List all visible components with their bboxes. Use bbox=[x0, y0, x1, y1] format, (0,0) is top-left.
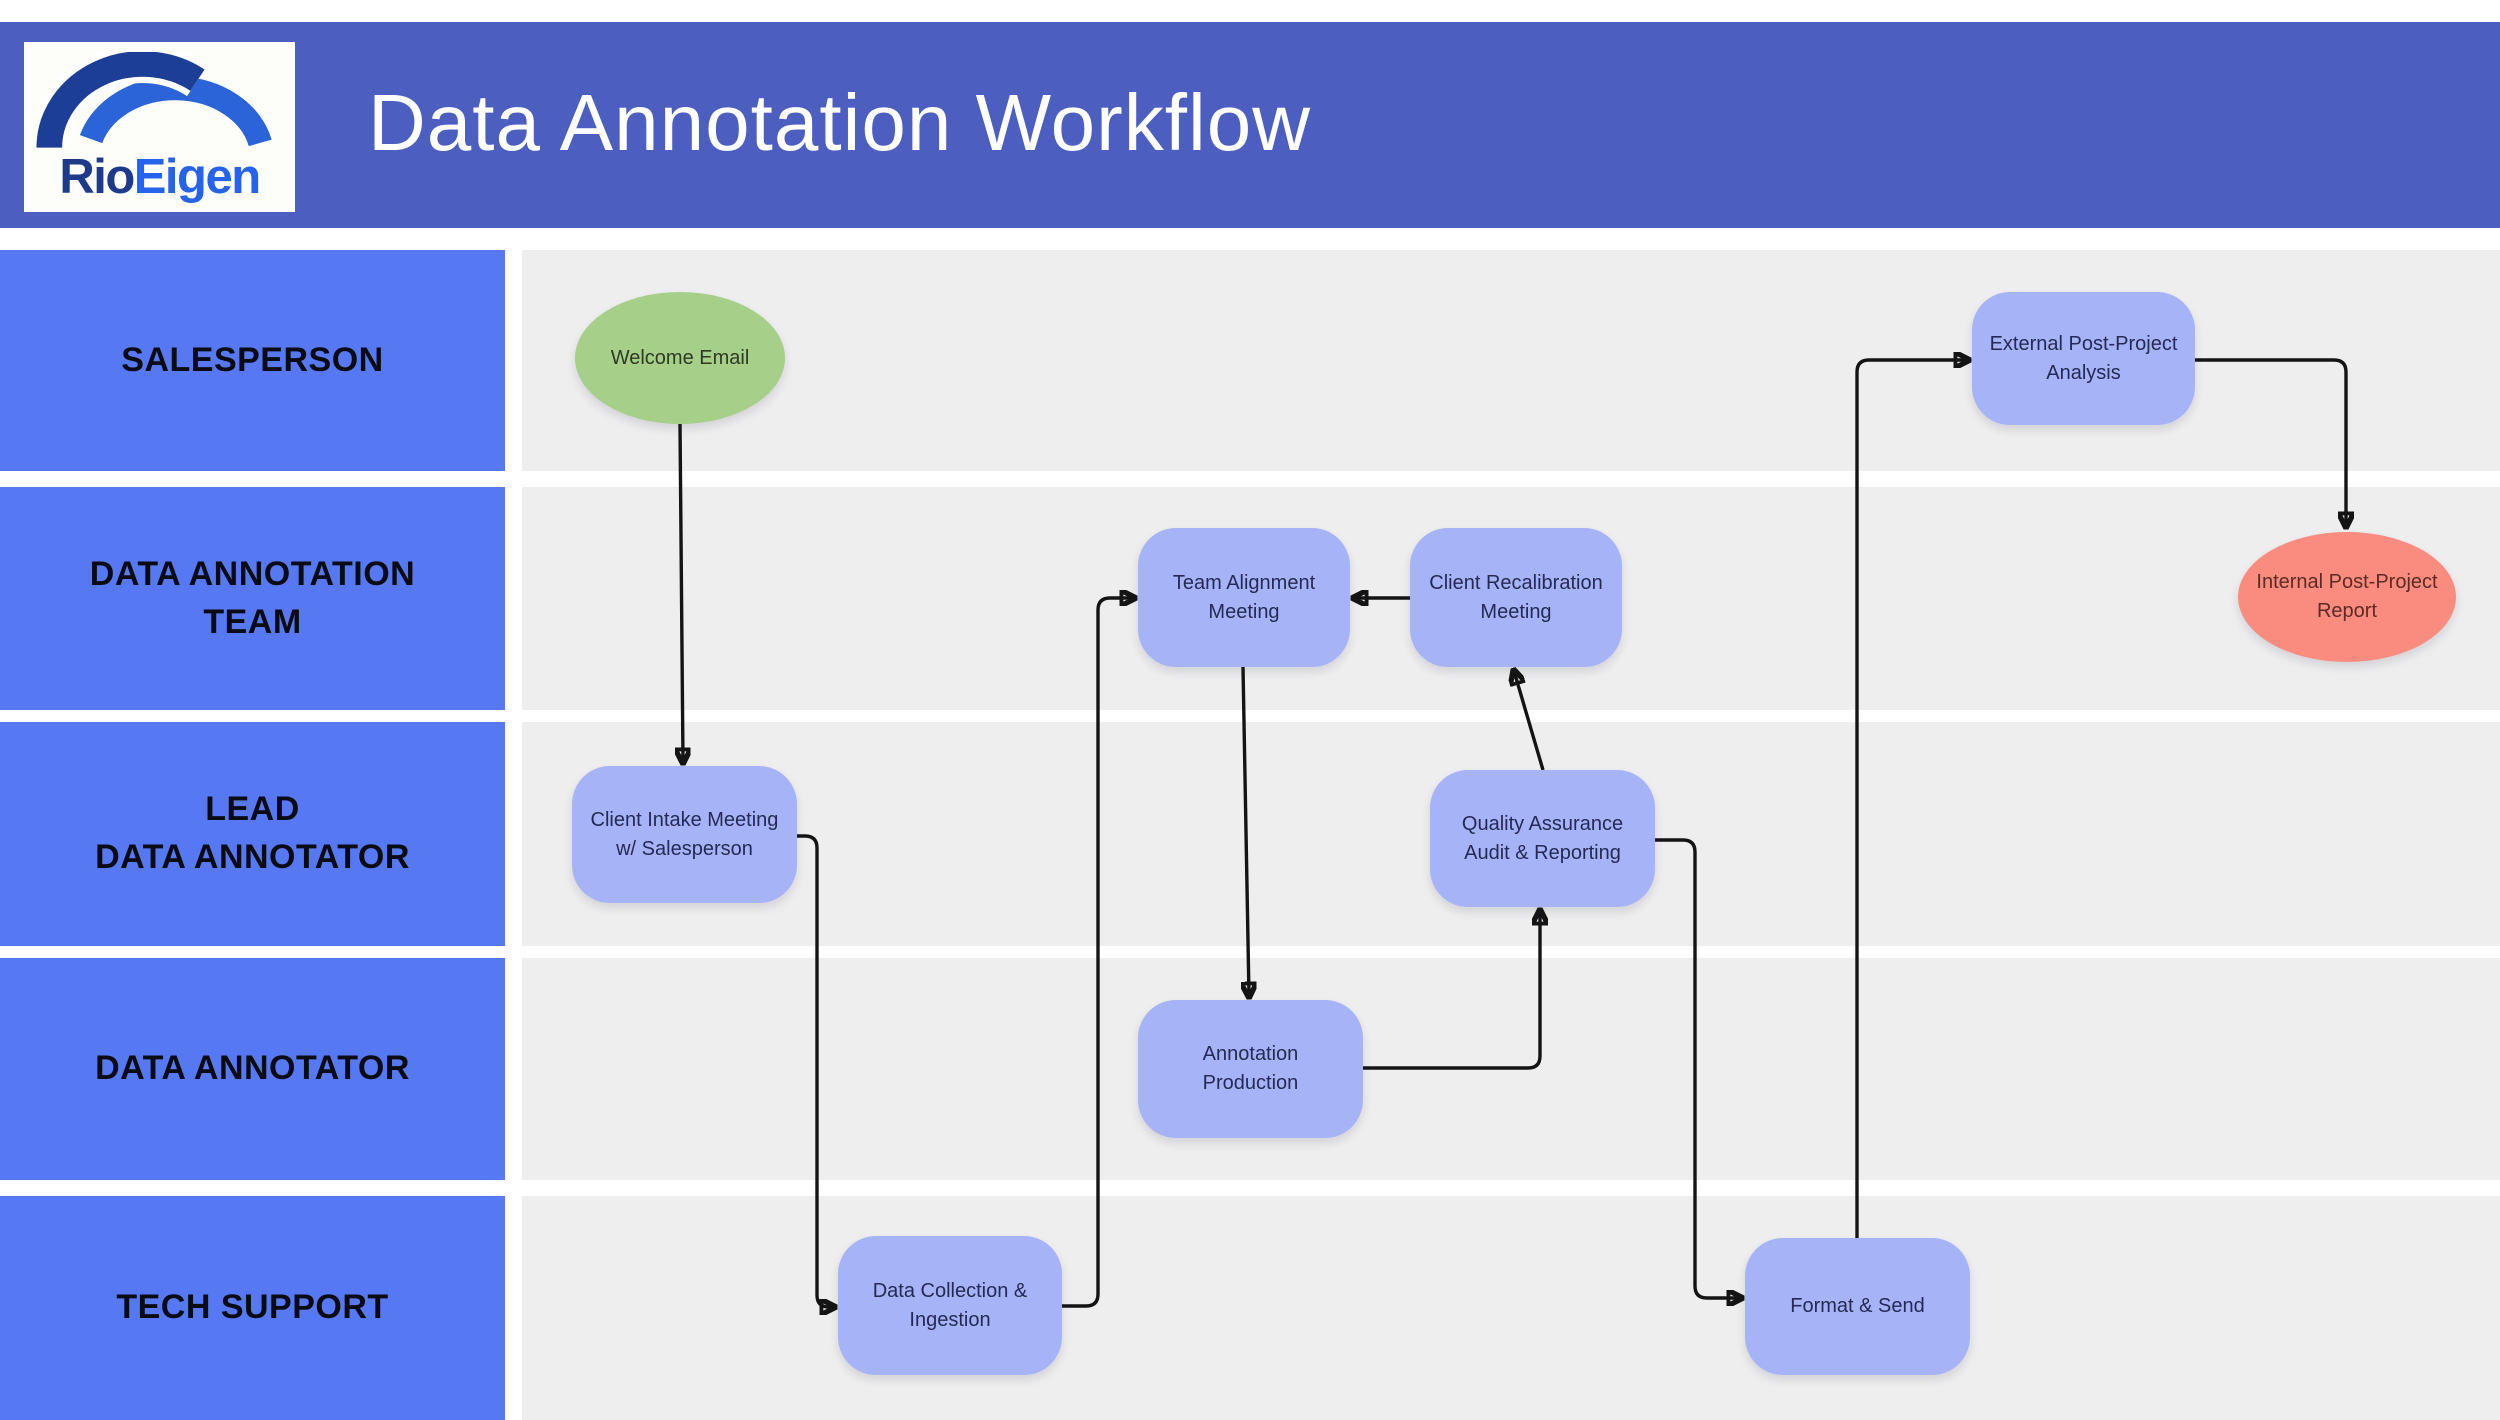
node-annotation-production: Annotation Production bbox=[1138, 1000, 1363, 1138]
node-team-alignment-meeting: Team Alignment Meeting bbox=[1138, 528, 1350, 667]
node-data-collection-ingestion: Data Collection & Ingestion bbox=[838, 1236, 1062, 1375]
header-bar: RioEigen Data Annotation Workflow bbox=[0, 22, 2500, 228]
logo-text-rio: Rio bbox=[59, 150, 135, 204]
page-title: Data Annotation Workflow bbox=[368, 78, 1312, 168]
lane-label-data-annotator: DATA ANNOTATOR bbox=[0, 958, 505, 1180]
node-external-post-project-analysis: External Post-Project Analysis bbox=[1972, 292, 2195, 425]
lane-label-data-annotation-team: DATA ANNOTATION TEAM bbox=[0, 487, 505, 710]
logo-wordmark: RioEigen bbox=[59, 150, 261, 204]
rioeigen-logo: RioEigen bbox=[24, 42, 295, 212]
node-client-recalibration-meeting: Client Recalibration Meeting bbox=[1410, 528, 1622, 667]
lane-row-tech-support bbox=[522, 1196, 2500, 1420]
node-format-and-send: Format & Send bbox=[1745, 1238, 1970, 1375]
lane-row-salesperson bbox=[522, 250, 2500, 471]
lane-label-tech-support: TECH SUPPORT bbox=[0, 1196, 505, 1420]
node-client-intake-meeting: Client Intake Meeting w/ Salesperson bbox=[572, 766, 797, 903]
lane-label-lead-data-annotator: LEAD DATA ANNOTATOR bbox=[0, 722, 505, 946]
arch-icon bbox=[36, 52, 272, 149]
node-internal-post-project-report: Internal Post-Project Report bbox=[2238, 532, 2456, 662]
node-quality-assurance-audit: Quality Assurance Audit & Reporting bbox=[1430, 770, 1655, 907]
lane-row-data-annotator bbox=[522, 958, 2500, 1180]
node-welcome-email: Welcome Email bbox=[575, 292, 785, 424]
logo-text-eigen: Eigen bbox=[133, 150, 261, 204]
lane-label-salesperson: SALESPERSON bbox=[0, 250, 505, 471]
